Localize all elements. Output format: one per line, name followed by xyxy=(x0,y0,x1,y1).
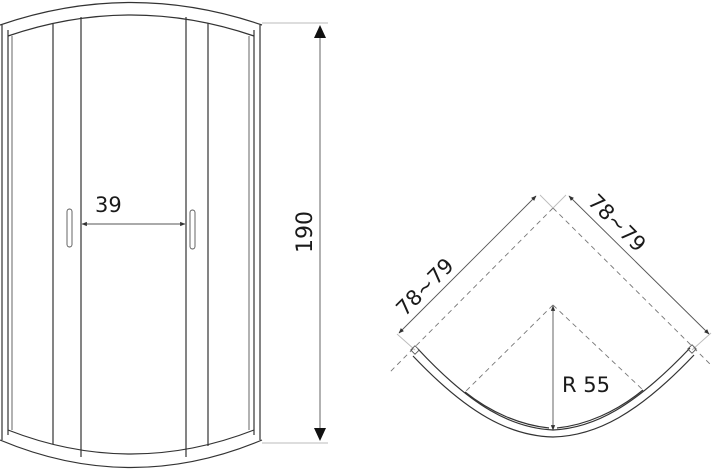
frame-top-inner-arc xyxy=(7,14,255,37)
frame-verticals xyxy=(1,17,261,457)
right-door-handle xyxy=(189,209,196,250)
radius-guide-right xyxy=(552,304,644,391)
left-end-post xyxy=(410,345,420,355)
right-end-post xyxy=(687,344,697,354)
right-side-dimension-line xyxy=(568,195,710,335)
height-label: 190 xyxy=(293,211,318,253)
extension-right-end xyxy=(691,332,712,351)
extension-corner-right xyxy=(552,194,567,209)
sliding-door-arc xyxy=(464,389,644,429)
tray-outer-arc xyxy=(412,354,695,438)
left-side-label: 78~79 xyxy=(391,253,458,320)
left-door-handle xyxy=(66,208,73,248)
radius-guide-left xyxy=(464,304,554,393)
frame-bottom-outer-arc xyxy=(0,439,263,469)
radius-label: R 55 xyxy=(562,373,610,397)
height-arrow-bottom xyxy=(314,428,326,441)
extension-corner-left xyxy=(539,194,554,209)
top-view: 78~79 78~79 R 55 xyxy=(389,189,713,438)
front-view: 39 190 xyxy=(0,1,328,469)
frame-bottom-inner-arc xyxy=(7,429,255,455)
right-side-label: 78~79 xyxy=(583,189,650,256)
tray-inner-arc xyxy=(417,347,691,431)
left-side-dimension-line xyxy=(398,195,537,334)
height-arrow-top xyxy=(314,25,326,38)
door-opening-label: 39 xyxy=(95,193,122,217)
extension-left-end xyxy=(396,333,416,351)
frame-top-outer-arc xyxy=(0,1,263,26)
